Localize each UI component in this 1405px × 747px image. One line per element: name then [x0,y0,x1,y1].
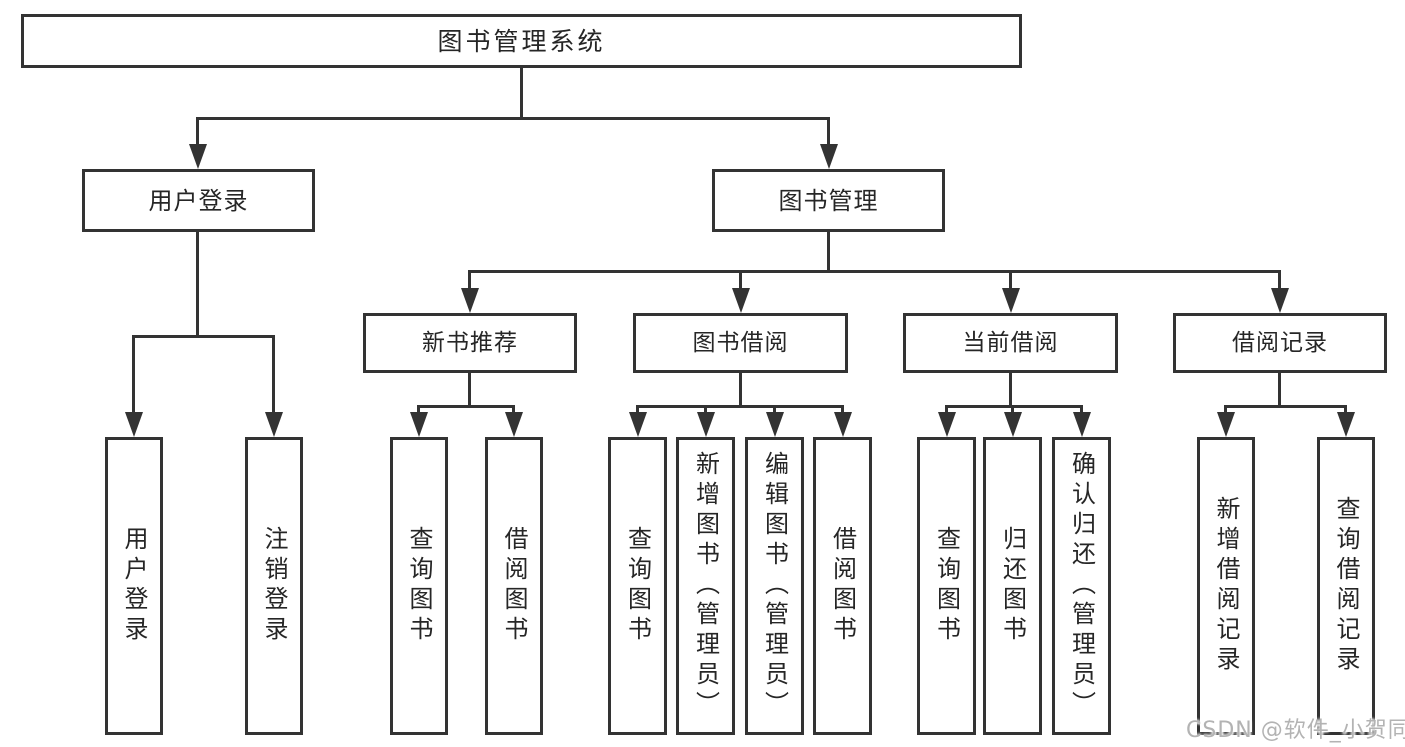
arrowhead-bb-edit [766,412,784,437]
arrowhead-borrow-records [1271,288,1289,313]
connector-level1-rail [196,117,830,120]
connector-drop-book-borrow [739,270,742,295]
connector-drop-user-login [196,117,199,150]
arrowhead-book-borrow [732,288,750,313]
arrowhead-bb-query [629,412,647,437]
connector-drop-newbook-query [417,405,420,418]
arrowhead-newbook-borrow [505,412,523,437]
connector-drop-newbook-borrow [512,405,515,418]
leaf-borrow-add-books-admin: 新增图书（管理员） [676,437,735,735]
node-book-borrow: 图书借阅 [633,313,848,373]
connector-drop-cb-query [945,405,948,418]
leaf-current-confirm-return-admin-label: 确认归还（管理员） [1067,451,1096,721]
arrowhead-cb-confirm [1073,412,1091,437]
leaf-borrow-edit-books-admin: 编辑图书（管理员） [745,437,804,735]
connector-drop-bb-add [704,405,707,418]
node-book-management-label: 图书管理 [778,186,879,215]
node-current-borrow: 当前借阅 [903,313,1118,373]
connector-root-stem [520,68,523,119]
leaf-borrow-borrow-books-label: 借阅图书 [828,526,857,646]
connector-drop-book-management [827,117,830,150]
leaf-borrow-borrow-books: 借阅图书 [813,437,872,735]
connector-current-borrow-rail [945,405,1083,408]
leaf-borrow-query-books: 查询图书 [608,437,667,735]
arrowhead-book-management [820,144,838,169]
leaf-current-return-books-label: 归还图书 [998,526,1027,646]
connector-drop-current-borrow [1009,270,1012,295]
leaf-user-login: 用户登录 [105,437,163,735]
leaf-borrow-query-books-label: 查询图书 [623,526,652,646]
node-library-system: 图书管理系统 [21,14,1022,68]
connector-drop-bb-edit [773,405,776,418]
arrowhead-br-add [1217,412,1235,437]
leaf-current-query-books-label: 查询图书 [932,526,961,646]
connector-borrow-records-stem [1278,373,1281,407]
connector-drop-leaf-user-login [132,335,135,417]
leaf-newbook-borrow-books-label: 借阅图书 [500,526,528,646]
connector-drop-cb-return [1011,405,1014,418]
leaf-current-query-books: 查询图书 [917,437,976,735]
leaf-records-add-record: 新增借阅记录 [1197,437,1255,735]
leaf-current-confirm-return-admin: 确认归还（管理员） [1052,437,1111,735]
leaf-records-add-record-label: 新增借阅记录 [1212,496,1240,676]
connector-drop-borrow-records [1278,270,1281,295]
node-book-borrow-label: 图书借阅 [692,329,789,356]
arrowhead-br-query [1337,412,1355,437]
arrowhead-bb-borrow [834,412,852,437]
node-user-login: 用户登录 [82,169,315,232]
connector-book-management-stem [827,232,830,272]
leaf-newbook-query-books-label: 查询图书 [405,526,433,646]
connector-book-borrow-stem [739,373,742,407]
connector-level2-rail [468,270,1281,273]
node-library-system-label: 图书管理系统 [437,26,606,56]
arrowhead-cb-return [1004,412,1022,437]
connector-drop-new-book-recommend [468,270,471,295]
arrowhead-user-login [189,144,207,169]
arrowhead-cb-query [938,412,956,437]
leaf-records-query-record-label: 查询借阅记录 [1332,496,1360,676]
node-user-login-label: 用户登录 [148,186,249,215]
connector-borrow-records-rail [1224,405,1347,408]
connector-new-book-recommend-stem [468,373,471,407]
leaf-logout: 注销登录 [245,437,303,735]
arrowhead-bb-add [697,412,715,437]
node-borrow-records: 借阅记录 [1173,313,1387,373]
connector-user-login-stem [196,232,199,337]
node-current-borrow-label: 当前借阅 [962,329,1059,356]
connector-drop-cb-confirm [1080,405,1083,418]
node-new-book-recommend-label: 新书推荐 [422,329,518,356]
arrowhead-new-book-recommend [461,288,479,313]
leaf-newbook-query-books: 查询图书 [390,437,448,735]
leaf-records-query-record: 查询借阅记录 [1317,437,1375,735]
connector-drop-bb-borrow [841,405,844,418]
connector-drop-bb-query [636,405,639,418]
node-borrow-records-label: 借阅记录 [1232,329,1328,356]
csdn-watermark: CSDN @软件_小贺同学 [1186,718,1405,743]
node-book-management: 图书管理 [712,169,945,232]
connector-drop-br-add [1224,405,1227,418]
connector-book-borrow-rail [636,405,844,408]
connector-current-borrow-stem [1009,373,1012,407]
arrowhead-leaf-logout [265,412,283,437]
connector-user-login-rail [132,335,275,338]
leaf-newbook-borrow-books: 借阅图书 [485,437,543,735]
leaf-logout-label: 注销登录 [260,526,288,646]
connector-drop-leaf-logout [272,335,275,417]
leaf-user-login-label: 用户登录 [120,526,148,646]
arrowhead-newbook-query [410,412,428,437]
arrowhead-leaf-user-login [125,412,143,437]
leaf-current-return-books: 归还图书 [983,437,1042,735]
leaf-borrow-edit-books-admin-label: 编辑图书（管理员） [760,451,789,721]
node-new-book-recommend: 新书推荐 [363,313,577,373]
connector-new-book-recommend-rail [417,405,515,408]
arrowhead-current-borrow [1002,288,1020,313]
connector-drop-br-query [1344,405,1347,418]
leaf-borrow-add-books-admin-label: 新增图书（管理员） [691,451,720,721]
